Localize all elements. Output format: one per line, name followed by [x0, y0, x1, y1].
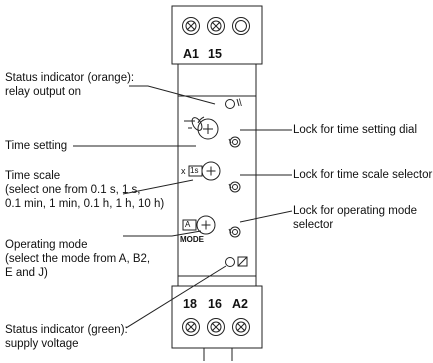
- svg-text:\: \: [239, 98, 242, 109]
- time-setting-dial-icon: [197, 116, 219, 140]
- label-status-orange: Status indicator (orange): relay output …: [5, 72, 135, 98]
- relay-output-led: [225, 99, 235, 109]
- terminal-label-16: 16: [208, 297, 222, 311]
- relay-contact-icon: [236, 98, 240, 107]
- leader-lock-mode: [239, 210, 293, 223]
- lock-screw-icon: [228, 226, 241, 238]
- screw-terminal-icon: [182, 318, 200, 336]
- terminal-label-a2: A2: [232, 297, 248, 311]
- terminal-label-18: 18: [183, 297, 197, 311]
- mode-box: [182, 219, 197, 231]
- screw-terminal-icon: [207, 318, 225, 336]
- scale-prefix: x: [181, 166, 186, 176]
- label-lock-time-scale: Lock for time scale selector: [293, 169, 433, 181]
- mode-box-text: A: [185, 220, 191, 229]
- leader-status-orange: [129, 85, 216, 105]
- mode-dial-icon: [196, 215, 216, 235]
- label-time-scale: Time scale (select one from 0.1 s, 1 s, …: [5, 170, 165, 210]
- lock-screw-icon: [228, 136, 241, 148]
- label-operating-mode: Operating mode (select the mode from A, …: [5, 239, 151, 279]
- leader-time-scale: [122, 179, 194, 195]
- leader-status-green: [125, 265, 227, 329]
- screw-terminal-icon: [182, 17, 200, 35]
- mode-label: MODE: [180, 235, 204, 244]
- bottom-terminal-block: [171, 285, 263, 349]
- label-status-green: Status indicator (green): supply voltage: [5, 324, 128, 350]
- time-scale-dial-icon: [201, 161, 221, 181]
- screw-terminal-icon: [232, 318, 250, 336]
- screw-terminal-icon: [207, 17, 225, 35]
- label-time-setting: Time setting: [5, 140, 68, 152]
- scale-box-text: 1s: [190, 166, 199, 175]
- label-lock-time-setting: Lock for time setting dial: [293, 124, 418, 136]
- label-lock-mode: Lock for operating mode selector: [293, 205, 418, 231]
- terminal-label-15: 15: [208, 47, 222, 61]
- supply-voltage-symbol: [237, 256, 248, 267]
- lock-screw-icon: [228, 181, 241, 193]
- terminal-label-a1: A1: [183, 47, 199, 61]
- supply-voltage-led: [225, 257, 235, 267]
- plain-terminal-icon: [232, 17, 250, 35]
- leader-operating-mode: [123, 230, 202, 237]
